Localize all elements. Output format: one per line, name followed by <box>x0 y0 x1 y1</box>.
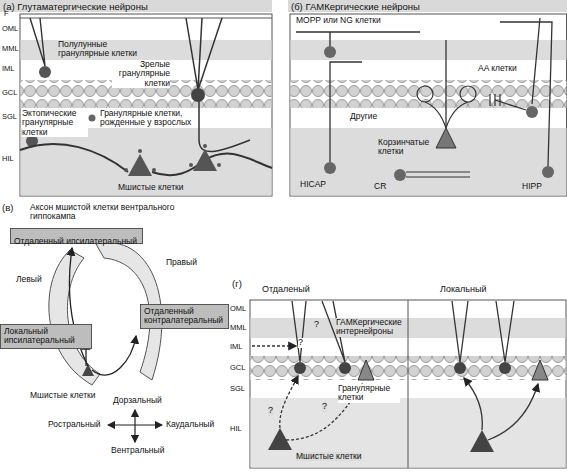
layer-label: SGL <box>230 385 245 393</box>
figure-panel: (б) ГАМКергические нейроны <box>288 0 567 196</box>
cell-label: Отдаленый <box>262 285 310 295</box>
layer-label: MML <box>2 45 19 53</box>
cell-label: Корзинчатые клетки <box>378 138 434 157</box>
layer-label: F <box>4 10 9 18</box>
layer-label: HIL <box>230 425 242 433</box>
panel-title: (б) ГАМКергические нейроны <box>291 1 420 12</box>
cell-label: MOPP или NG клетки <box>296 16 381 25</box>
region-box: Отдаленный контралатеральный <box>140 304 229 329</box>
cell-label: Гранулярные клетки, рожденные у взрослых <box>100 109 192 128</box>
figure-panel: (а) Глутаматергические нейроны <box>0 0 272 196</box>
cell-label: Другие <box>350 112 377 121</box>
question-mark: ? <box>298 338 303 348</box>
panel-title: (в) <box>2 202 13 213</box>
figure-panel: (в)Отдаленный ипсилатеральныйОтдаленный … <box>0 200 224 472</box>
cell-label: Эктопические гранулярные клетки <box>22 109 88 137</box>
panel-b-art <box>288 0 567 196</box>
axis-label: Каудальный <box>166 420 214 429</box>
question-mark: ? <box>322 402 327 412</box>
region-box: Локальный ипсилатеральный <box>0 324 92 349</box>
figure-panel: (г) <box>228 272 567 470</box>
axis-label: Вентральный <box>111 446 164 455</box>
cell-label: Правый <box>166 258 197 267</box>
question-mark: ? <box>268 406 273 416</box>
cell-label: HICAP <box>300 180 326 189</box>
cell-label: Локальный <box>440 285 486 295</box>
cell-label: Мшистые клетки <box>30 391 96 400</box>
panel-a-art <box>0 0 272 196</box>
region-label: Локальный ипсилатеральный <box>1 326 89 347</box>
panel-title: (г) <box>232 278 242 289</box>
layer-label: SGL <box>2 113 17 121</box>
region-box: Отдаленный ипсилатеральный <box>10 228 143 244</box>
layer-label: MML <box>230 324 247 332</box>
cell-label: Зрелые гранулярные клетки <box>112 60 170 88</box>
layer-label: OML <box>230 305 246 313</box>
axis-label: Дорзальный <box>113 396 162 405</box>
layer-label: GCL <box>2 89 17 97</box>
region-label: Отдаленный ипсилатеральный <box>11 236 140 247</box>
region-label: Отдаленный контралатеральный <box>141 306 228 327</box>
cell-label: Мшистые клетки <box>296 452 362 461</box>
cell-label: Левый <box>16 275 42 284</box>
cell-label: ГАМКергические интернейроны <box>336 318 406 337</box>
cell-label: Гранулярные клетки <box>338 384 400 403</box>
axis-label: Ростральный <box>48 420 101 429</box>
cell-label: HIPP <box>522 182 542 191</box>
layer-label: IML <box>230 343 243 351</box>
cell-label: Мшистые клетки <box>118 183 184 192</box>
panel-d-art <box>250 300 566 468</box>
cell-label: Аксон мшистой клетки вентрального гиппок… <box>30 203 180 222</box>
question-mark: ? <box>314 320 319 330</box>
layer-label: OML <box>2 25 18 33</box>
layer-label: IML <box>2 65 15 73</box>
layer-label: GCL <box>230 364 245 372</box>
layer-label: HIL <box>2 155 14 163</box>
cell-label: Полулунные гранулярные клетки <box>58 40 138 59</box>
cell-label: CR <box>374 182 386 191</box>
cell-label: AA клетки <box>478 64 533 73</box>
panel-title: (а) Глутаматергические нейроны <box>3 1 148 12</box>
